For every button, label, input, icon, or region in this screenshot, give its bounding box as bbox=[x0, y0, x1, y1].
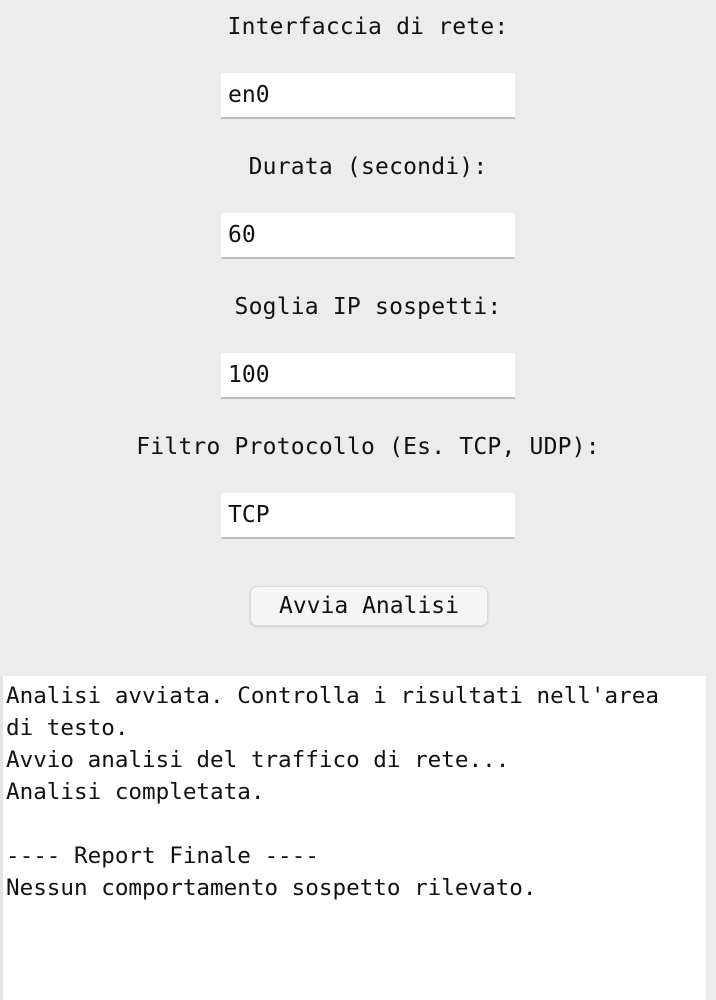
interface-input[interactable] bbox=[221, 73, 515, 119]
output-line: ---- Report Finale ---- bbox=[6, 843, 319, 869]
output-line: Avvio analisi del traffico di rete... bbox=[6, 747, 510, 773]
output-text-area[interactable]: Analisi avviata. Controlla i risultati n… bbox=[0, 676, 706, 1000]
duration-input[interactable] bbox=[221, 213, 515, 259]
threshold-input[interactable] bbox=[221, 353, 515, 399]
output-scrollbar[interactable] bbox=[706, 676, 716, 1000]
duration-label: Durata (secondi): bbox=[248, 154, 488, 180]
threshold-label: Soglia IP sospetti: bbox=[234, 294, 502, 320]
output-line: Nessun comportamento sospetto rilevato. bbox=[6, 875, 537, 901]
output-line bbox=[6, 808, 706, 840]
protocol-filter-label: Filtro Protocollo (Es. TCP, UDP): bbox=[136, 434, 600, 460]
output-line: Analisi avviata. Controlla i risultati n… bbox=[6, 683, 659, 709]
start-analysis-button[interactable]: Avvia Analisi bbox=[250, 586, 488, 626]
output-line: Analisi completata. bbox=[6, 779, 265, 805]
output-line: di testo. bbox=[6, 715, 129, 741]
interface-label: Interfaccia di rete: bbox=[227, 14, 509, 40]
protocol-filter-input[interactable] bbox=[221, 493, 515, 539]
